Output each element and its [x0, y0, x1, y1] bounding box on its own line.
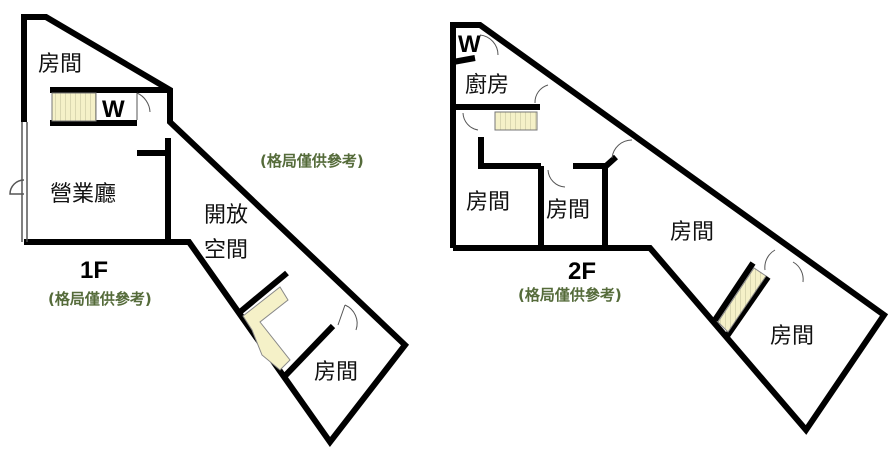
reference-note: (格局僅供參考) — [518, 286, 622, 304]
reference-note: (格局僅供參考) — [260, 152, 364, 170]
floor2-stairs-bottom — [717, 267, 767, 333]
open-space-label-1: 開放 — [204, 203, 249, 228]
room-label: 房間 — [38, 52, 83, 77]
floor1-walls — [21, 14, 410, 448]
floor1-window-wall — [9, 122, 28, 242]
wc-label: W — [102, 96, 125, 123]
kitchen-label: 廚房 — [465, 73, 510, 98]
open-space-label-2: 空間 — [204, 238, 249, 263]
room-label: 房間 — [670, 220, 715, 245]
floor2-doors — [462, 34, 804, 283]
floor1-door-bottom — [337, 304, 358, 331]
business-hall-label: 營業廳 — [50, 182, 117, 207]
floor1-stairs-bottom — [242, 286, 291, 371]
floor2-label: 2F — [568, 258, 597, 285]
floor1-stairs-top — [51, 92, 97, 122]
floor1-door — [136, 92, 151, 120]
floor2-walls — [450, 22, 889, 435]
room-label: 房間 — [546, 198, 591, 223]
room-label: 房間 — [770, 324, 815, 349]
floor1-label: 1F — [80, 257, 109, 284]
room-label: 房間 — [314, 360, 359, 385]
reference-note: (格局僅供參考) — [48, 290, 152, 308]
wc-label: W — [458, 31, 481, 58]
room-label: 房間 — [466, 190, 511, 215]
floor2-stairs-top — [494, 111, 538, 131]
